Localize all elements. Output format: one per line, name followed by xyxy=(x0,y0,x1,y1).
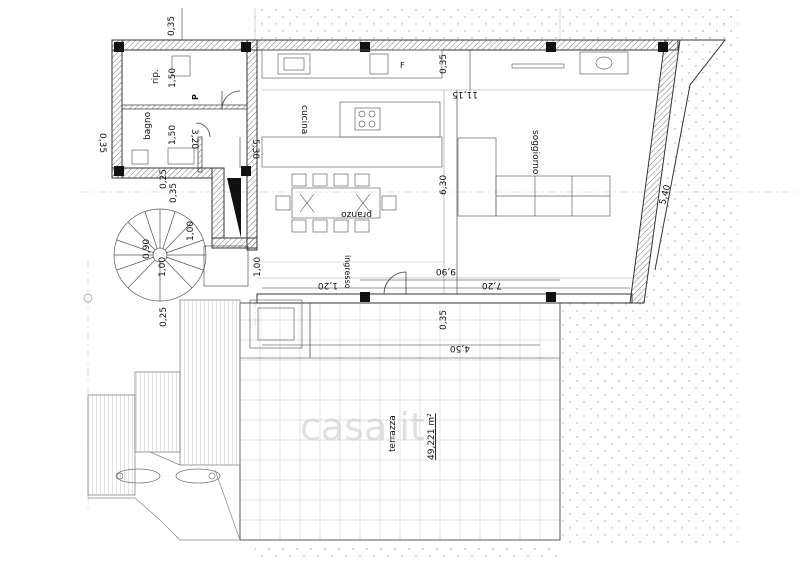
toilet-icon xyxy=(131,149,149,165)
dim-soggiorno-length: 7,20 xyxy=(482,280,502,290)
terrace-area-label: 49,221 m² xyxy=(427,413,437,460)
spiral-stair xyxy=(113,208,249,302)
dimension-lines xyxy=(181,8,630,346)
f-mark: F xyxy=(400,61,405,70)
dim-stair-c: 1,00 xyxy=(158,257,168,277)
dim-wall-b: 0,35 xyxy=(169,183,179,203)
room-label-ingresso: ingresso xyxy=(343,255,352,289)
room-label-terrazza: terrazza xyxy=(388,415,398,452)
room-label-pranzo: pranzo xyxy=(341,209,372,219)
deck-steps xyxy=(83,293,241,541)
kitchen-furniture xyxy=(261,49,443,168)
landing-box xyxy=(249,299,303,349)
bathroom-fixtures xyxy=(131,55,303,349)
dim-stair-b: 0,90 xyxy=(142,239,152,259)
dim-interior-depth: 5,30 xyxy=(250,139,260,159)
dim-wall-a: 0,25 xyxy=(159,169,169,189)
dining-table xyxy=(275,173,397,233)
dim-inner-length: 9,90 xyxy=(436,266,456,276)
pillars xyxy=(114,42,668,302)
dim-kitchen-wall: 0,35 xyxy=(439,54,449,74)
building-walls xyxy=(111,39,727,304)
room-label-bagno: bagno xyxy=(143,111,153,140)
dim-front-wall: 0,35 xyxy=(439,310,449,330)
dim-living-depth: 6,30 xyxy=(439,175,449,195)
dim-bagno-length: 3,20 xyxy=(189,129,199,149)
dim-bagno-width: 1,50 xyxy=(168,125,178,145)
p-mark: P xyxy=(191,94,200,100)
dim-rip-width: 1,50 xyxy=(168,68,178,88)
dim-length-total: 11,15 xyxy=(452,89,478,99)
washbasin-icon xyxy=(167,147,195,165)
terrace xyxy=(239,302,561,541)
garden-area xyxy=(254,8,738,557)
room-label-cucina: cucina xyxy=(299,105,309,134)
doors xyxy=(195,90,407,295)
watermark: casa.it xyxy=(300,405,425,449)
dim-landing-gap: 1,00 xyxy=(253,257,263,277)
dim-terrace-width: 4,50 xyxy=(450,343,470,353)
sofa xyxy=(457,51,629,217)
dim-top-wall: 0,35 xyxy=(167,16,177,36)
dim-ingresso-width: 1,20 xyxy=(318,280,338,290)
tv-icon xyxy=(511,63,565,69)
garden-lamp-icon xyxy=(115,468,161,484)
sink-icon xyxy=(277,53,311,75)
dim-bottom-left-wall: 0,25 xyxy=(159,307,169,327)
fireplace-icon xyxy=(579,51,629,75)
fridge-icon xyxy=(369,53,389,75)
dim-left-wall: 0,35 xyxy=(97,133,107,153)
garden-lamp-icon xyxy=(175,468,221,484)
room-label-soggiorno: soggiorno xyxy=(530,130,540,175)
room-label-rip: rip. xyxy=(151,69,161,84)
dim-stair-a: 1,00 xyxy=(186,221,196,241)
